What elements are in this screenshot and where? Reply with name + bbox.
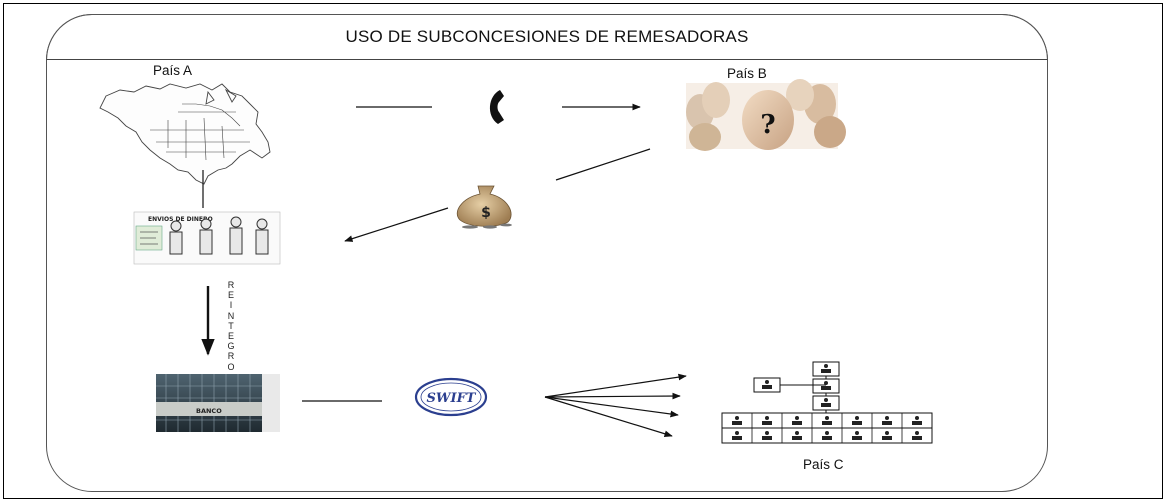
label-country-a: País A	[153, 63, 193, 78]
diagram-title: USO DE SUBCONCESIONES DE REMESADORAS	[345, 27, 749, 46]
bank-sign-text: BANCO	[196, 407, 222, 415]
reintegro-letter: I	[229, 300, 233, 311]
money-bag-icon: $	[456, 185, 512, 229]
reintegro-letter: O	[227, 361, 235, 372]
swift-text: SWIFT	[427, 391, 477, 406]
swift-logo-icon: SWIFT	[414, 377, 488, 417]
reintegro-letter: G	[227, 341, 235, 352]
org-chart-grid	[751, 413, 903, 443]
telephone-handset-icon	[489, 90, 504, 124]
arrow-money-to-agency	[344, 207, 449, 242]
label-country-b: País B	[727, 66, 767, 81]
arrow-swift-to-c-2	[544, 392, 681, 400]
dollar-sign-text: $	[481, 205, 491, 221]
reintegro-letter: E	[227, 331, 234, 342]
label-country-c: País C	[803, 457, 844, 472]
outer-frame	[3, 3, 1163, 499]
bank-building-icon: BANCO	[156, 374, 280, 432]
arrow-swift-to-c-4	[544, 396, 673, 437]
question-mark-text: ?	[760, 110, 775, 140]
unknown-person-icon: ?	[686, 79, 846, 151]
reintegro-vertical-label: R E I N T E G R O	[225, 280, 237, 372]
north-america-map-icon	[99, 83, 271, 185]
arrow-swift-to-c-1	[544, 373, 687, 398]
reintegro-letter: R	[227, 351, 235, 362]
reintegro-letter: E	[227, 290, 234, 301]
arrow-swift-to-c-3	[544, 396, 679, 418]
org-chart-icon	[721, 361, 933, 444]
remittance-agency-poster-icon: ENVIOS DE DINERO	[133, 211, 281, 265]
poster-text: ENVIOS DE DINERO	[148, 216, 213, 223]
reintegro-letter: R	[227, 280, 235, 290]
reintegro-letter: T	[228, 320, 234, 331]
connector-country-b-to-money	[555, 148, 651, 181]
reintegro-letter: N	[227, 310, 235, 321]
